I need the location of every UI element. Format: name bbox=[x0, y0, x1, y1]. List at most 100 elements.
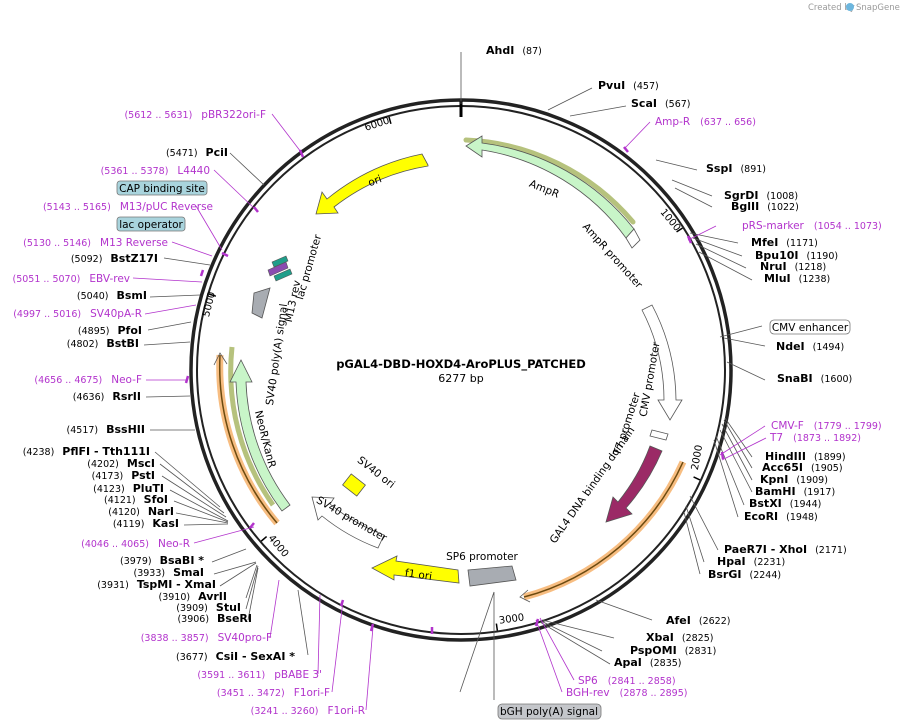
enzyme-name: BstZ17I bbox=[110, 252, 158, 265]
primer-site-text: (3241 .. 3260)F1ori-R bbox=[251, 705, 365, 717]
insert-arc[interactable] bbox=[523, 461, 684, 598]
enzyme-name: PaeR7I - XhoI bbox=[724, 543, 807, 556]
primer-site[interactable]: (3838 .. 3857)SV40pro-F bbox=[141, 632, 272, 644]
left-arc[interactable] bbox=[218, 354, 278, 524]
ampr-arrow[interactable] bbox=[465, 135, 635, 239]
sv40-promoter-arrow[interactable] bbox=[311, 496, 385, 549]
enzyme-position: (3677) bbox=[176, 652, 208, 663]
enzyme-site[interactable]: (5092)BstZ17I bbox=[71, 252, 158, 265]
enzyme-site[interactable]: (4173)PstI bbox=[92, 469, 155, 482]
primer-site[interactable]: pRS-marker(1054 .. 1073) bbox=[742, 220, 882, 232]
enzyme-site[interactable]: MluI(1238) bbox=[764, 272, 830, 285]
enzyme-site[interactable]: KpnI(1909) bbox=[760, 473, 828, 486]
enzyme-site[interactable]: (4238)PflFI - Tth111I bbox=[23, 445, 150, 458]
primer-site[interactable]: (5612 .. 5631)pBR322ori-F bbox=[124, 109, 266, 121]
sp6-promoter-box[interactable] bbox=[467, 565, 517, 587]
enzyme-site[interactable]: (4121)SfoI bbox=[104, 493, 168, 506]
boxed-cmv-enhancer[interactable]: CMV enhancer bbox=[769, 319, 851, 335]
enzyme-site[interactable]: AhdI(87) bbox=[486, 44, 542, 57]
enzyme-name: BsmI bbox=[117, 289, 148, 302]
enzyme-site[interactable]: BamHI(1917) bbox=[755, 485, 835, 498]
primer-site[interactable]: (5361 .. 5378)L4440 bbox=[101, 165, 210, 177]
enzyme-site[interactable]: (4802)BstBI bbox=[67, 337, 139, 350]
enzyme-site[interactable]: PspOMI(2831) bbox=[630, 644, 716, 657]
enzyme-site[interactable]: (3933)SmaI bbox=[134, 566, 205, 579]
primer-site[interactable]: (4656 .. 4675)Neo-F bbox=[34, 374, 142, 386]
enzyme-site[interactable]: (3909)StuI bbox=[176, 601, 241, 614]
enzyme-site[interactable]: SnaBI(1600) bbox=[777, 372, 852, 385]
enzyme-position: (1190) bbox=[807, 251, 839, 262]
t7-promoter-arrow[interactable] bbox=[649, 429, 669, 441]
cap-binding-box[interactable] bbox=[271, 255, 289, 268]
primer-site[interactable]: T7(1873 .. 1892) bbox=[769, 432, 861, 444]
boxed-lac-operator[interactable]: lac operator bbox=[116, 216, 186, 232]
enzyme-site[interactable]: ScaI(567) bbox=[631, 97, 691, 110]
primer-site[interactable]: Amp-R(637 .. 656) bbox=[655, 116, 756, 128]
primer-site[interactable]: (5051 .. 5070)EBV-rev bbox=[13, 273, 131, 285]
enzyme-site[interactable]: BglII(1022) bbox=[731, 200, 799, 213]
enzyme-position: (3910) bbox=[159, 592, 191, 603]
enzyme-site[interactable]: NdeI(1494) bbox=[776, 340, 844, 353]
enzyme-site[interactable]: (4119)KasI bbox=[113, 517, 179, 530]
enzyme-position: (1600) bbox=[821, 374, 853, 385]
enzyme-site[interactable]: NruI(1218) bbox=[760, 260, 826, 273]
primer-site[interactable]: (3451 .. 3472)F1ori-F bbox=[217, 687, 330, 699]
enzyme-site[interactable]: (3677)CsiI - SexAI * bbox=[176, 650, 295, 663]
enzyme-site[interactable]: Acc65I(1905) bbox=[762, 461, 843, 474]
enzyme-site[interactable]: HpaI(2231) bbox=[717, 555, 785, 568]
f1-ori-arrow[interactable] bbox=[371, 555, 460, 584]
enzyme-site[interactable]: AfeI(2622) bbox=[666, 614, 730, 627]
enzyme-name: AfeI bbox=[666, 614, 691, 627]
enzyme-site[interactable]: BstXI(1944) bbox=[749, 497, 821, 510]
enzyme-site[interactable]: (4895)PfoI bbox=[78, 324, 142, 337]
ori-arrow[interactable] bbox=[315, 153, 429, 215]
enzyme-site[interactable]: (3906)BseRI bbox=[177, 612, 252, 625]
primer-site[interactable]: (3241 .. 3260)F1ori-R bbox=[251, 705, 365, 717]
enzyme-site[interactable]: BsrGI(2244) bbox=[708, 568, 781, 581]
neor-kanr-arrow[interactable] bbox=[229, 359, 291, 512]
enzyme-name: ScaI bbox=[631, 97, 657, 110]
enzyme-site[interactable]: (3910)AvrII bbox=[159, 590, 228, 603]
boxed-cap-binding-site[interactable]: CAP binding site bbox=[116, 180, 208, 196]
ampr-promoter-arrow[interactable] bbox=[625, 228, 641, 249]
primer-site[interactable]: (3591 .. 3611)pBABE 3' bbox=[197, 669, 322, 681]
primer-site[interactable]: (5130 .. 5146)M13 Reverse bbox=[23, 237, 168, 249]
enzyme-site[interactable]: Bpu10I(1190) bbox=[755, 249, 838, 262]
primer-site[interactable]: CMV-F(1779 .. 1799) bbox=[771, 420, 882, 432]
enzyme-site[interactable]: (5040)BsmI bbox=[77, 289, 147, 302]
enzyme-site[interactable]: (4636)RsrII bbox=[73, 390, 141, 403]
enzyme-site[interactable]: PvuI(457) bbox=[598, 79, 659, 92]
enzyme-site[interactable]: (3979)BsaBI * bbox=[120, 554, 204, 567]
enzyme-site[interactable]: ApaI(2835) bbox=[614, 656, 682, 669]
primer-site[interactable]: (4046 .. 4065)Neo-R bbox=[81, 538, 190, 550]
enzyme-site[interactable]: PaeR7I - XhoI(2171) bbox=[724, 543, 847, 556]
sv40-polya-box[interactable] bbox=[251, 287, 271, 319]
enzyme-position: (3909) bbox=[176, 603, 208, 614]
sv40-ori-box[interactable] bbox=[342, 473, 366, 497]
primer-site[interactable]: SP6(2841 .. 2858) bbox=[578, 675, 676, 687]
primer-site[interactable]: BGH-rev(2878 .. 2895) bbox=[566, 687, 687, 699]
cmv-promoter-arrow[interactable] bbox=[641, 304, 683, 421]
primer-site[interactable]: (4997 .. 5016)SV40pA-R bbox=[13, 308, 142, 320]
primer-site[interactable]: (5143 .. 5165)M13/pUC Reverse bbox=[43, 201, 213, 213]
enzyme-site[interactable]: SspI(891) bbox=[706, 162, 766, 175]
left-arc-arrowhead bbox=[213, 352, 228, 366]
enzyme-site[interactable]: HindIII(1899) bbox=[765, 450, 846, 463]
enzyme-site-text: PvuI(457) bbox=[598, 79, 659, 92]
boxed-bgh-polya[interactable]: bGH poly(A) signal bbox=[497, 703, 602, 720]
enzyme-position: (1238) bbox=[799, 274, 831, 285]
enzyme-site[interactable]: SgrDI(1008) bbox=[724, 189, 798, 202]
enzyme-site[interactable]: (3931)TspMI - XmaI bbox=[97, 578, 216, 591]
gal4-dbd-arrow[interactable] bbox=[605, 445, 663, 523]
enzyme-site[interactable]: (5471)PciI bbox=[166, 146, 228, 159]
primer-position: (5361 .. 5378) bbox=[101, 166, 169, 177]
enzyme-site[interactable]: (4202)MscI bbox=[87, 457, 155, 470]
enzyme-site[interactable]: EcoRI(1948) bbox=[744, 510, 818, 523]
enzyme-site[interactable]: (4517)BssHII bbox=[67, 423, 145, 436]
enzyme-site[interactable]: (4123)PluTI bbox=[93, 482, 164, 495]
enzyme-site[interactable]: MfeI(1171) bbox=[751, 236, 818, 249]
enzyme-site-text: ApaI(2835) bbox=[614, 656, 682, 669]
enzyme-site[interactable]: XbaI(2825) bbox=[646, 631, 713, 644]
lac-operator-box[interactable] bbox=[273, 268, 293, 282]
enzyme-site[interactable]: (4120)NarI bbox=[108, 505, 174, 518]
